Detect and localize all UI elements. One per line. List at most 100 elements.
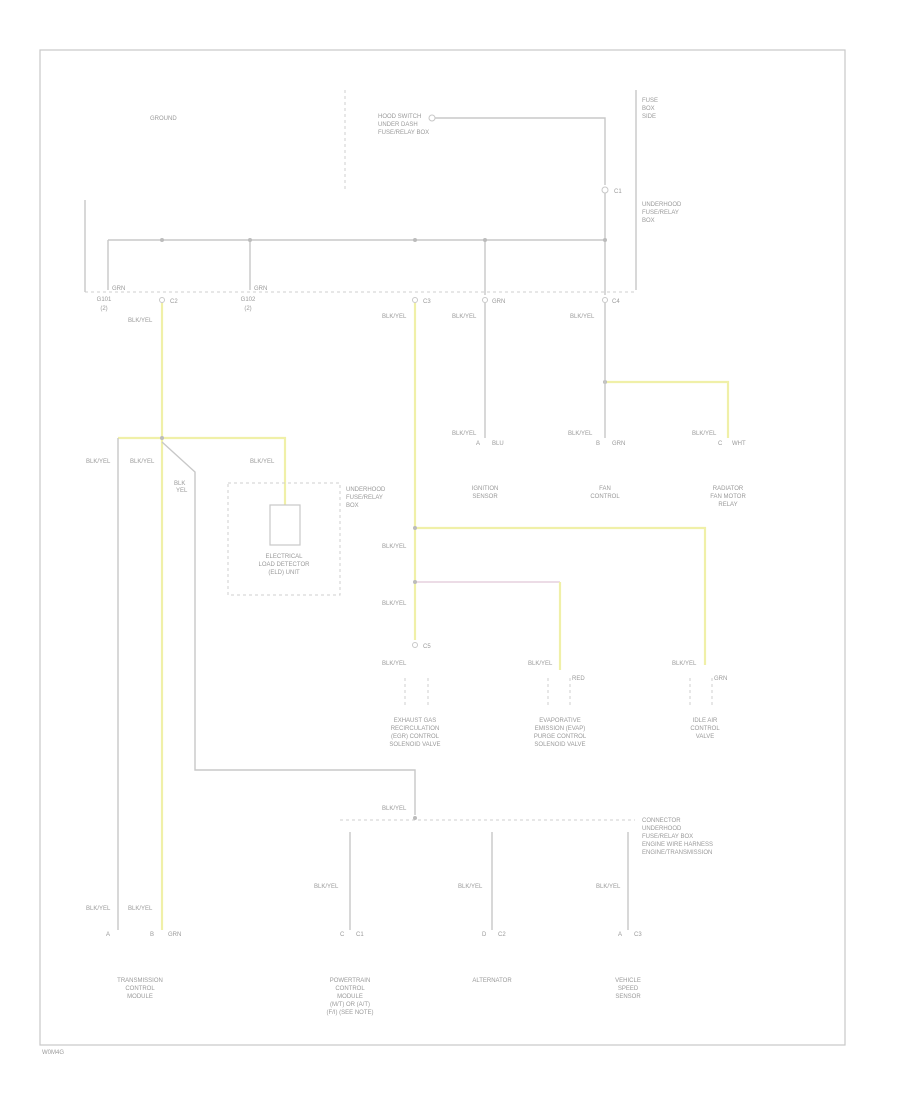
wire-label: BLK/YEL — [86, 459, 111, 465]
svg-text:IGNITION: IGNITION — [472, 486, 499, 492]
top-splice-wire — [435, 117, 606, 185]
pin-code: WHT — [732, 441, 746, 447]
wire-label: BLK/YEL — [382, 544, 407, 550]
svg-text:BOX: BOX — [346, 503, 359, 509]
bottom-device-4: VEHICLE SPEED SENSOR — [615, 978, 641, 1000]
svg-text:(ELD) UNIT: (ELD) UNIT — [268, 570, 300, 576]
feed-node — [160, 436, 164, 440]
bus-node — [413, 238, 417, 242]
connector-label: UNDERHOOD FUSE/RELAY BOX — [642, 202, 682, 224]
wire-label: BLK/YEL — [128, 318, 153, 324]
svg-text:BOX: BOX — [642, 218, 655, 224]
svg-text:CONTROL: CONTROL — [590, 494, 620, 500]
svg-text:GRN: GRN — [112, 286, 125, 292]
wire-label: BLK/YEL — [382, 314, 407, 320]
pin-c4 — [602, 297, 608, 303]
svg-text:G101: G101 — [97, 297, 112, 303]
fuse-code: C1 — [614, 189, 622, 195]
pin-code: A — [476, 441, 480, 447]
wire-label: BLK — [174, 481, 185, 487]
svg-text:SOLENOID VALVE: SOLENOID VALVE — [389, 742, 440, 748]
pin-code: A — [618, 932, 622, 938]
svg-text:FAN: FAN — [599, 486, 611, 492]
pin-code: D — [482, 932, 487, 938]
lower-node — [413, 816, 417, 820]
wire-label: BLK/YEL — [382, 601, 407, 607]
pin-code: C — [340, 932, 345, 938]
feed-yellow-eld — [118, 436, 287, 505]
fuse-label: FUSE BOX SIDE — [642, 98, 658, 120]
svg-text:ELECTRICAL: ELECTRICAL — [265, 554, 303, 560]
svg-text:POWERTRAIN: POWERTRAIN — [330, 978, 371, 984]
svg-text:FUSE/RELAY: FUSE/RELAY — [642, 210, 679, 216]
wire-label: BLK/YEL — [314, 884, 339, 890]
wire-label: BLK/YEL — [692, 431, 717, 437]
upper-device-1: IGNITION SENSOR — [472, 486, 499, 500]
top-splice-pin — [428, 114, 436, 122]
svg-text:SPEED: SPEED — [618, 986, 639, 992]
svg-text:FUSE: FUSE — [642, 98, 658, 104]
header-label: GROUND — [150, 116, 177, 122]
pin-c5 — [412, 642, 418, 648]
svg-text:HOOD SWITCH: HOOD SWITCH — [378, 114, 421, 120]
svg-text:TRANSMISSION: TRANSMISSION — [117, 978, 163, 984]
svg-text:UNDERHOOD: UNDERHOOD — [346, 487, 386, 493]
pin-code: RED — [572, 676, 585, 682]
wire-label: BLK/YEL — [250, 459, 275, 465]
svg-text:(EGR) CONTROL: (EGR) CONTROL — [391, 734, 440, 740]
wire-label: BLK/YEL — [382, 806, 407, 812]
svg-text:VALVE: VALVE — [696, 734, 714, 740]
branch-node — [413, 580, 417, 584]
svg-text:CONNECTOR: CONNECTOR — [642, 818, 681, 824]
eld-module — [269, 504, 301, 546]
bottom-device-1: TRANSMISSION CONTROL MODULE — [117, 978, 163, 1000]
svg-text:EMISSION (EVAP): EMISSION (EVAP) — [535, 726, 586, 732]
svg-text:RELAY: RELAY — [718, 502, 737, 508]
bottom-device-2: POWERTRAIN CONTROL MODULE (M/T) OR (A/T)… — [327, 978, 374, 1016]
wire-label: BLK/YEL — [672, 661, 697, 667]
svg-text:(2): (2) — [100, 306, 107, 312]
bus-node — [483, 238, 487, 242]
wire-label: BLK/YEL — [128, 906, 153, 912]
top-splice-label: HOOD SWITCH UNDER DASH FUSE/RELAY BOX — [378, 114, 429, 136]
svg-text:GRN: GRN — [254, 286, 267, 292]
fuse-pin — [601, 186, 609, 194]
top-pin-1: GRN G101 (2) — [97, 286, 126, 312]
svg-text:IDLE AIR: IDLE AIR — [693, 718, 718, 724]
svg-text:UNDERHOOD: UNDERHOOD — [642, 826, 682, 832]
pin-c3-code: C3 — [423, 299, 431, 305]
bus-node — [248, 238, 252, 242]
svg-text:ENGINE WIRE HARNESS: ENGINE WIRE HARNESS — [642, 842, 713, 848]
svg-text:VEHICLE: VEHICLE — [615, 978, 641, 984]
pin-code: C — [718, 441, 723, 447]
svg-text:(M/T) OR (A/T): (M/T) OR (A/T) — [330, 1002, 370, 1008]
svg-text:ENGINE/TRANSMISSION: ENGINE/TRANSMISSION — [642, 850, 712, 856]
svg-text:PURGE CONTROL: PURGE CONTROL — [534, 734, 587, 740]
svg-text:FUSE/RELAY BOX: FUSE/RELAY BOX — [378, 130, 429, 136]
svg-text:FUSE/RELAY BOX: FUSE/RELAY BOX — [642, 834, 693, 840]
middle-device-1: EXHAUST GAS RECIRCULATION (EGR) CONTROL … — [389, 718, 440, 748]
svg-text:BOX: BOX — [642, 106, 655, 112]
bottom-device-3: ALTERNATOR — [472, 978, 512, 984]
wire-label: BLK/YEL — [452, 431, 477, 437]
wire-label: BLK/YEL — [452, 314, 477, 320]
svg-text:SIDE: SIDE — [642, 114, 656, 120]
svg-text:ALTERNATOR: ALTERNATOR — [472, 978, 512, 984]
svg-text:CONTROL: CONTROL — [125, 986, 155, 992]
wire-label: BLK/YEL — [568, 431, 593, 437]
wire-label: BLK/YEL — [458, 884, 483, 890]
svg-text:RADIATOR: RADIATOR — [713, 486, 744, 492]
svg-text:(2): (2) — [244, 306, 251, 312]
svg-text:MODULE: MODULE — [337, 994, 363, 1000]
pin-c4-code: C4 — [612, 299, 620, 305]
pin-code: BLU — [492, 441, 504, 447]
wire-label: BLK/YEL — [528, 661, 553, 667]
svg-text:UNDERHOOD: UNDERHOOD — [642, 202, 682, 208]
svg-text:EVAPORATIVE: EVAPORATIVE — [539, 718, 580, 724]
eld-side-label: UNDERHOOD FUSE/RELAY BOX — [346, 487, 386, 509]
svg-text:LOAD DETECTOR: LOAD DETECTOR — [259, 562, 311, 568]
wire-label: BLK/YEL — [86, 906, 111, 912]
svg-text:EXHAUST GAS: EXHAUST GAS — [394, 718, 437, 724]
